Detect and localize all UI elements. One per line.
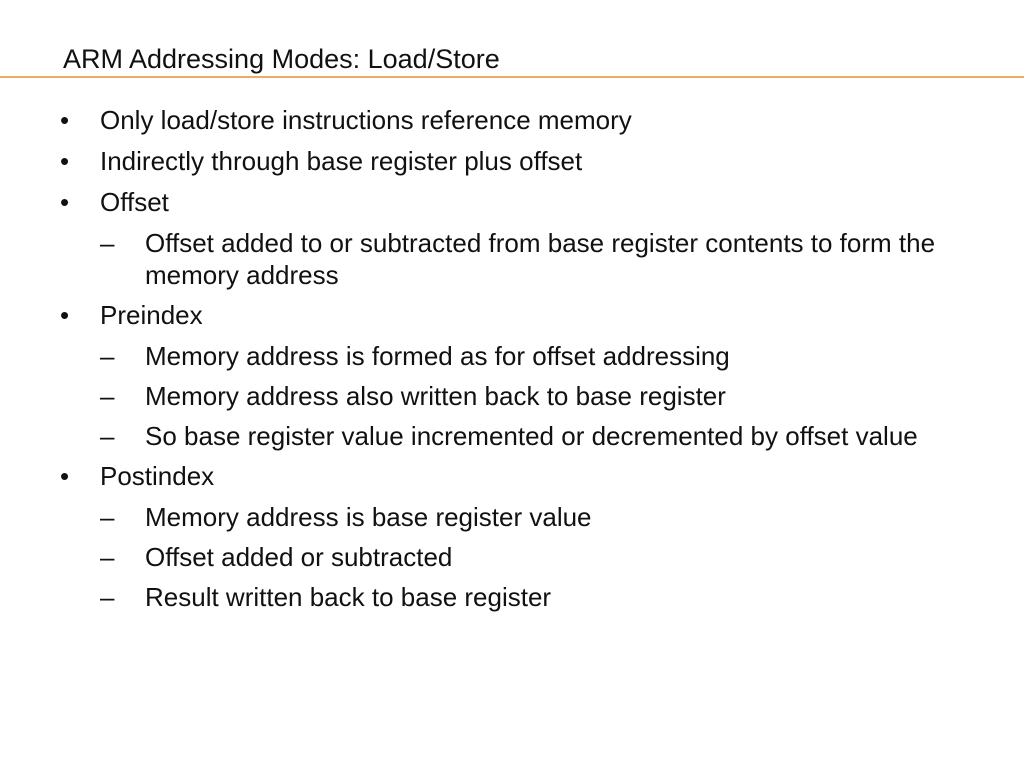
bullet-item: • Offset – Offset added to or subtracted… bbox=[60, 186, 960, 291]
sub-bullet-text: Memory address is base register value bbox=[145, 502, 592, 532]
sub-bullet-text: Memory address is formed as for offset a… bbox=[145, 341, 730, 371]
sub-bullet-marker: – bbox=[100, 542, 115, 572]
bullet-item: • Only load/store instructions reference… bbox=[60, 104, 960, 137]
sub-bullet-item: – Offset added or subtracted bbox=[100, 541, 960, 573]
sub-bullet-text: Offset added or subtracted bbox=[145, 542, 453, 572]
bullet-item: • Preindex – Memory address is formed as… bbox=[60, 299, 960, 452]
sub-bullet-item: – Memory address also written back to ba… bbox=[100, 380, 960, 412]
sub-bullet-marker: – bbox=[100, 228, 115, 258]
bullet-text: Only load/store instructions reference m… bbox=[100, 105, 632, 135]
bullet-item: • Postindex – Memory address is base reg… bbox=[60, 460, 960, 613]
slide-title: ARM Addressing Modes: Load/Store bbox=[63, 44, 500, 74]
sub-bullet-list: – Offset added to or subtracted from bas… bbox=[100, 227, 960, 291]
sub-bullet-text: Offset added to or subtracted from base … bbox=[145, 228, 936, 290]
bullet-item: • Indirectly through base register plus … bbox=[60, 145, 960, 178]
sub-bullet-item: – Memory address is base register value bbox=[100, 501, 960, 533]
sub-bullet-text: So base register value incremented or de… bbox=[145, 421, 918, 451]
sub-bullet-list: – Memory address is formed as for offset… bbox=[100, 340, 960, 452]
sub-bullet-marker: – bbox=[100, 582, 115, 612]
sub-bullet-item: – So base register value incremented or … bbox=[100, 420, 960, 452]
sub-bullet-marker: – bbox=[100, 381, 115, 411]
bullet-marker: • bbox=[60, 105, 70, 135]
bullet-text: Preindex bbox=[100, 300, 203, 330]
sub-bullet-marker: – bbox=[100, 502, 115, 532]
bullet-list: • Only load/store instructions reference… bbox=[60, 104, 960, 621]
bullet-marker: • bbox=[60, 187, 70, 217]
sub-bullet-marker: – bbox=[100, 341, 115, 371]
bullet-text: Postindex bbox=[100, 461, 215, 491]
sub-bullet-item: – Memory address is formed as for offset… bbox=[100, 340, 960, 372]
sub-bullet-text: Result written back to base register bbox=[145, 582, 552, 612]
bullet-marker: • bbox=[60, 146, 70, 176]
title-divider bbox=[0, 76, 1024, 78]
sub-bullet-item: – Result written back to base register bbox=[100, 581, 960, 613]
sub-bullet-item: – Offset added to or subtracted from bas… bbox=[100, 227, 960, 291]
bullet-marker: • bbox=[60, 300, 70, 330]
bullet-text: Offset bbox=[100, 187, 169, 217]
sub-bullet-marker: – bbox=[100, 421, 115, 451]
sub-bullet-text: Memory address also written back to base… bbox=[145, 381, 726, 411]
bullet-marker: • bbox=[60, 461, 70, 491]
bullet-text: Indirectly through base register plus of… bbox=[100, 146, 583, 176]
sub-bullet-list: – Memory address is base register value … bbox=[100, 501, 960, 613]
